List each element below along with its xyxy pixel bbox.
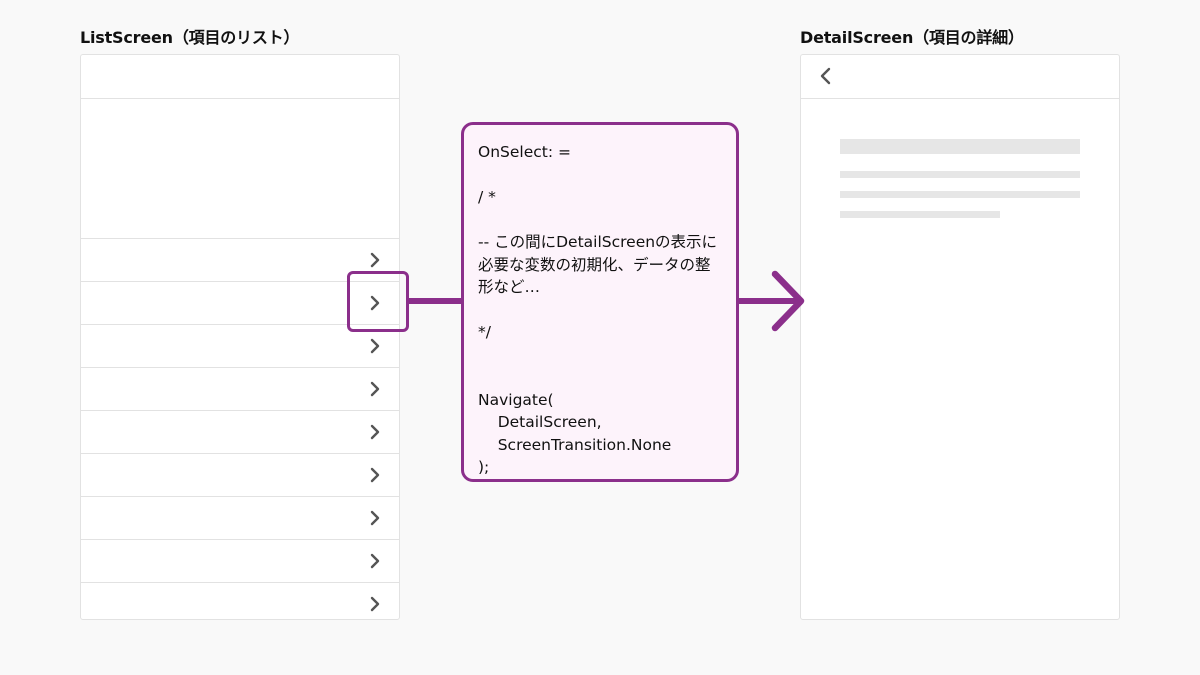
code-line: );: [478, 458, 490, 476]
skeleton-line: [840, 171, 1080, 178]
chevron-right-icon[interactable]: [365, 379, 385, 399]
code-line: / *: [478, 188, 496, 206]
onselect-code-box: OnSelect: = / * -- この間にDetailScreenの表示に必要な…: [461, 122, 739, 482]
list-header: [81, 55, 399, 99]
code-line: ScreenTransition.None: [478, 435, 672, 454]
arrow-right-icon: [737, 270, 805, 332]
code-line: */: [478, 323, 491, 341]
list-item[interactable]: [81, 411, 399, 454]
skeleton-title: [840, 139, 1080, 154]
connector-line: [409, 298, 463, 304]
list-item[interactable]: [81, 239, 399, 282]
list-screen-panel: [80, 54, 400, 620]
list-item[interactable]: [81, 325, 399, 368]
chevron-right-icon[interactable]: [365, 594, 385, 614]
list-rows: [81, 239, 399, 619]
code-line: [478, 299, 722, 322]
list-hero-area: [81, 99, 399, 239]
detail-screen-panel: [800, 54, 1120, 620]
chevron-right-icon[interactable]: [365, 508, 385, 528]
list-item[interactable]: [81, 454, 399, 497]
chevron-right-icon[interactable]: [365, 293, 385, 313]
chevron-left-icon[interactable]: [815, 65, 837, 87]
code-line: DetailScreen,: [478, 413, 602, 431]
code-line: OnSelect: =: [478, 143, 571, 161]
chevron-right-icon[interactable]: [365, 422, 385, 442]
chevron-right-icon[interactable]: [365, 465, 385, 485]
list-item[interactable]: [81, 583, 399, 619]
list-item[interactable]: [81, 282, 399, 325]
list-screen-title: ListScreen（項目のリスト）: [80, 28, 300, 47]
list-item[interactable]: [81, 540, 399, 583]
chevron-right-icon[interactable]: [365, 336, 385, 356]
code-line: [478, 344, 722, 367]
code-line: Navigate(: [478, 390, 554, 409]
list-item[interactable]: [81, 368, 399, 411]
chevron-right-icon[interactable]: [365, 551, 385, 571]
code-line: [478, 209, 722, 232]
skeleton-line: [840, 191, 1080, 198]
code-line: [478, 366, 722, 389]
list-item[interactable]: [81, 497, 399, 540]
detail-header: [801, 55, 1119, 99]
selected-row-highlight: [347, 271, 409, 332]
code-line: [478, 164, 722, 187]
chevron-right-icon[interactable]: [365, 250, 385, 270]
skeleton-line: [840, 211, 1000, 218]
code-line: -- この間にDetailScreenの表示に必要な変数の初期化、データの整形な…: [478, 233, 718, 296]
detail-screen-title: DetailScreen（項目の詳細）: [800, 28, 1024, 47]
